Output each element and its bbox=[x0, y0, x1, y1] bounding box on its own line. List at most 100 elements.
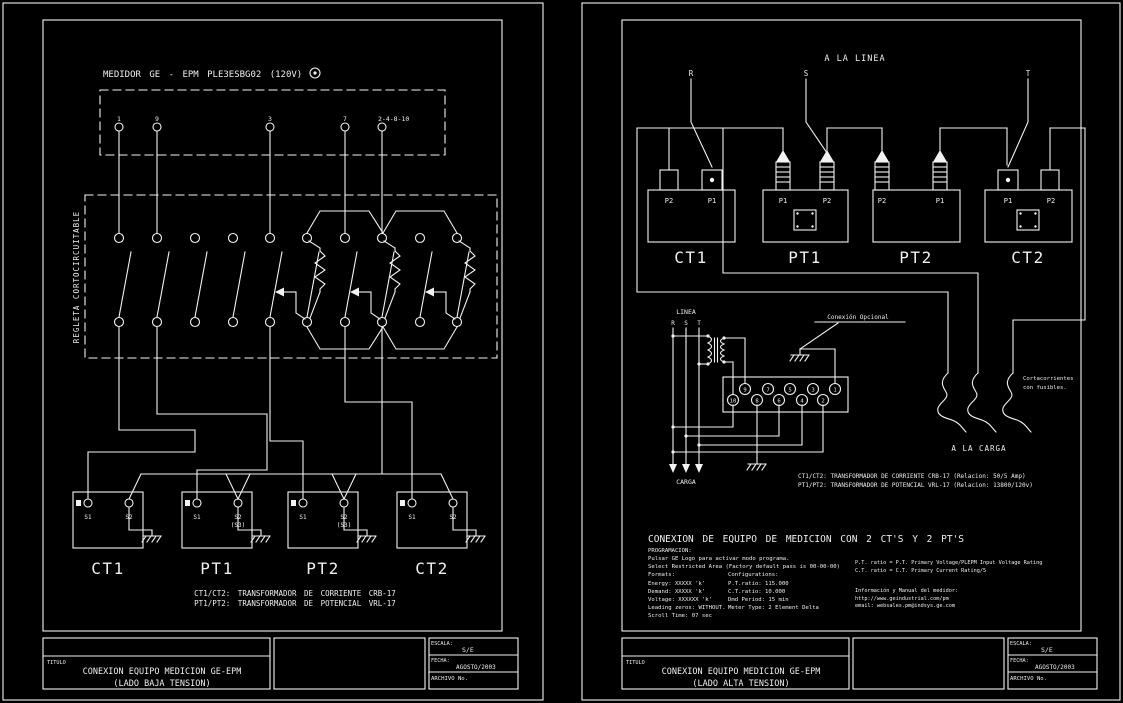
fuse-icon bbox=[775, 149, 791, 191]
meter-terminal-label: 9 bbox=[155, 115, 159, 123]
info-line-url: http://www.geindustrial.com/pm bbox=[855, 596, 949, 602]
configuration-row: P.T.ratio: 115.000 bbox=[728, 581, 789, 587]
conexion-opcional-label: Conexión Opcional bbox=[827, 314, 889, 321]
terminal-label-p2: P2 bbox=[1047, 197, 1055, 205]
fecha-label: FECHA: bbox=[1010, 658, 1029, 664]
phase-t-label: T bbox=[1026, 69, 1031, 78]
cutout-label-line2: con fusibles. bbox=[1023, 385, 1067, 391]
shorting-link-arrows bbox=[274, 286, 456, 320]
fecha-value: AGOSTO/2003 bbox=[1035, 664, 1075, 671]
pt1-box-left: S1 S2 (S3) PT1 bbox=[181, 491, 271, 578]
terminal-number: 5 bbox=[788, 388, 791, 394]
right-note-pt: PT1/PT2: TRANSFORMADOR DE POTENCIAL VRL-… bbox=[798, 482, 1033, 489]
polarity-window-icon bbox=[1016, 209, 1040, 231]
terminal-number: 4 bbox=[800, 399, 804, 405]
ground-icon bbox=[141, 529, 162, 543]
ct1-box-left: S1 S2 CT1 bbox=[72, 491, 162, 578]
unit-name: CT2 bbox=[1011, 248, 1044, 267]
escala-value: S/E bbox=[1041, 646, 1053, 654]
terminal-number: 9 bbox=[743, 388, 746, 394]
polarity-mark-icon bbox=[185, 500, 190, 506]
a-la-carga-label: A LA CARGA bbox=[951, 444, 1006, 453]
fecha-label: FECHA: bbox=[431, 658, 450, 664]
linea-label: LINEA bbox=[676, 308, 696, 316]
meter-terminal-label: 7 bbox=[343, 115, 347, 123]
polarity-mark-icon bbox=[400, 500, 405, 506]
aux-transformer-icon bbox=[671, 334, 746, 395]
meter-terminal-block: 9 7 5 3 1 10 8 6 4 2 bbox=[722, 376, 849, 413]
format-row: Energy: XXXXX 'k' bbox=[648, 581, 705, 587]
terminal-label-p1: P1 bbox=[936, 197, 944, 205]
left-note-pt: PT1/PT2: TRANSFORMADOR DE POTENCIAL VRL-… bbox=[194, 599, 396, 608]
configuration-row: C.T.ratio: 10.000 bbox=[728, 589, 785, 595]
archivo-label: ARCHIVO No. bbox=[1010, 676, 1047, 682]
ground-icon bbox=[746, 457, 767, 471]
ge-logo-icon bbox=[309, 67, 321, 79]
terminal-number: 2 bbox=[821, 399, 824, 405]
terminal-number: 6 bbox=[777, 399, 780, 405]
ct2-box-left: S1 S2 CT2 bbox=[396, 491, 486, 578]
unit-name: CT2 bbox=[415, 559, 448, 578]
hv-top-wiring bbox=[636, 78, 1086, 374]
info-line: Información y Manual del medidor: bbox=[855, 587, 958, 594]
sheet-title-line1: CONEXION EQUIPO MEDICION GE-EPM bbox=[662, 667, 821, 677]
cutout-label-line1: Cortacorrientes bbox=[1023, 376, 1074, 382]
left-meter-title: MEDIDOR GE - EPM PLE3ESBG02 (120V) bbox=[103, 70, 302, 80]
phase-s-label: S bbox=[804, 69, 809, 78]
phase-r-label: R bbox=[689, 69, 694, 78]
programacion-intro1: Pulsar GE Logo para activar modo program… bbox=[648, 556, 789, 562]
conexion-opcional-callout: Conexión Opcional bbox=[789, 314, 906, 384]
configurations-label: Configurations: bbox=[728, 572, 779, 578]
configuration-row: Meter Type: 2 Element Delta bbox=[728, 605, 819, 611]
linea-phase-r: R bbox=[671, 320, 675, 327]
meter-feed-wires bbox=[118, 130, 383, 234]
terminal-number: 8 bbox=[755, 399, 759, 405]
programming-block: PROGRAMACION: Pulsar GE Logo para activa… bbox=[648, 548, 1042, 619]
format-row: Scroll Time: 07 sec bbox=[648, 613, 712, 619]
unit-name: CT1 bbox=[91, 559, 124, 578]
lower-wiring bbox=[87, 326, 454, 501]
fuse-icon bbox=[874, 149, 890, 191]
pt2-box-right: P2 P1 PT2 bbox=[872, 149, 961, 267]
ct1-box-right: P2 P1 CT1 bbox=[647, 169, 736, 267]
terminal-label-p2: P2 bbox=[878, 197, 886, 205]
programacion-intro2: Select Restricted Area (Factory default … bbox=[648, 564, 840, 570]
carga-label: CARGA bbox=[676, 478, 696, 486]
terminal-label-p1: P1 bbox=[779, 197, 787, 205]
terminal-number: 7 bbox=[766, 388, 769, 394]
sheet-title-line1: CONEXION EQUIPO MEDICION GE-EPM bbox=[83, 667, 242, 677]
regleta-label: REGLETA CORTOCIRCUITABLE bbox=[72, 211, 81, 343]
linea-phase-t: T bbox=[697, 320, 701, 327]
unit-name: CT1 bbox=[674, 248, 707, 267]
right-outer-border bbox=[581, 2, 1121, 701]
left-note-ct: CT1/CT2: TRANSFORMADOR DE CORRIENTE CRB-… bbox=[194, 589, 396, 598]
pt1-box-right: P1 P2 PT1 bbox=[762, 149, 849, 267]
meter-terminal-label: 3 bbox=[268, 115, 272, 123]
unit-name: PT2 bbox=[306, 559, 339, 578]
unit-name: PT1 bbox=[788, 248, 821, 267]
left-title-block: TITULO CONEXION EQUIPO MEDICION GE-EPM (… bbox=[42, 637, 519, 690]
fecha-value: AGOSTO/2003 bbox=[456, 664, 496, 671]
fuse-icon bbox=[819, 149, 835, 191]
ct-ratio-note: C.T. ratio = C.T. Primary Current Rating… bbox=[855, 568, 986, 574]
right-title-block: TITULO CONEXION EQUIPO MEDICION GE-EPM (… bbox=[621, 637, 1098, 690]
meter-terminal-box: 1 9 3 7 2-4-8-10 bbox=[99, 89, 446, 156]
pt2-box-left: S1 S2 (S3) PT2 bbox=[287, 491, 377, 578]
terminal-label-p2: P2 bbox=[665, 197, 673, 205]
ground-icon bbox=[789, 348, 810, 362]
terminal-label-p1: P1 bbox=[1004, 197, 1012, 205]
ground-icon bbox=[465, 529, 486, 543]
archivo-label: ARCHIVO No. bbox=[431, 676, 468, 682]
escala-label: ESCALA: bbox=[1010, 641, 1032, 647]
terminal-number: 1 bbox=[833, 388, 836, 394]
ct2-box-right: P1 P2 CT2 bbox=[984, 169, 1073, 267]
resistor-elements bbox=[308, 240, 476, 319]
info-line-email: email: websales.pm@indsys.ge.com bbox=[855, 603, 955, 609]
right-note-ct: CT1/CT2: TRANSFORMADOR DE CORRIENTE CRB-… bbox=[798, 473, 1026, 480]
terminal-label-s1: S1 bbox=[299, 514, 307, 521]
fuse-cutouts: Cortacorrientes con fusibles. A LA CARGA bbox=[937, 372, 1074, 453]
terminal-block-wiring bbox=[671, 404, 824, 471]
titulo-label: TITULO bbox=[47, 660, 66, 666]
meter-terminal-label: 1 bbox=[117, 115, 121, 123]
format-row: Leading zeros: WITHOUT. bbox=[648, 605, 725, 611]
